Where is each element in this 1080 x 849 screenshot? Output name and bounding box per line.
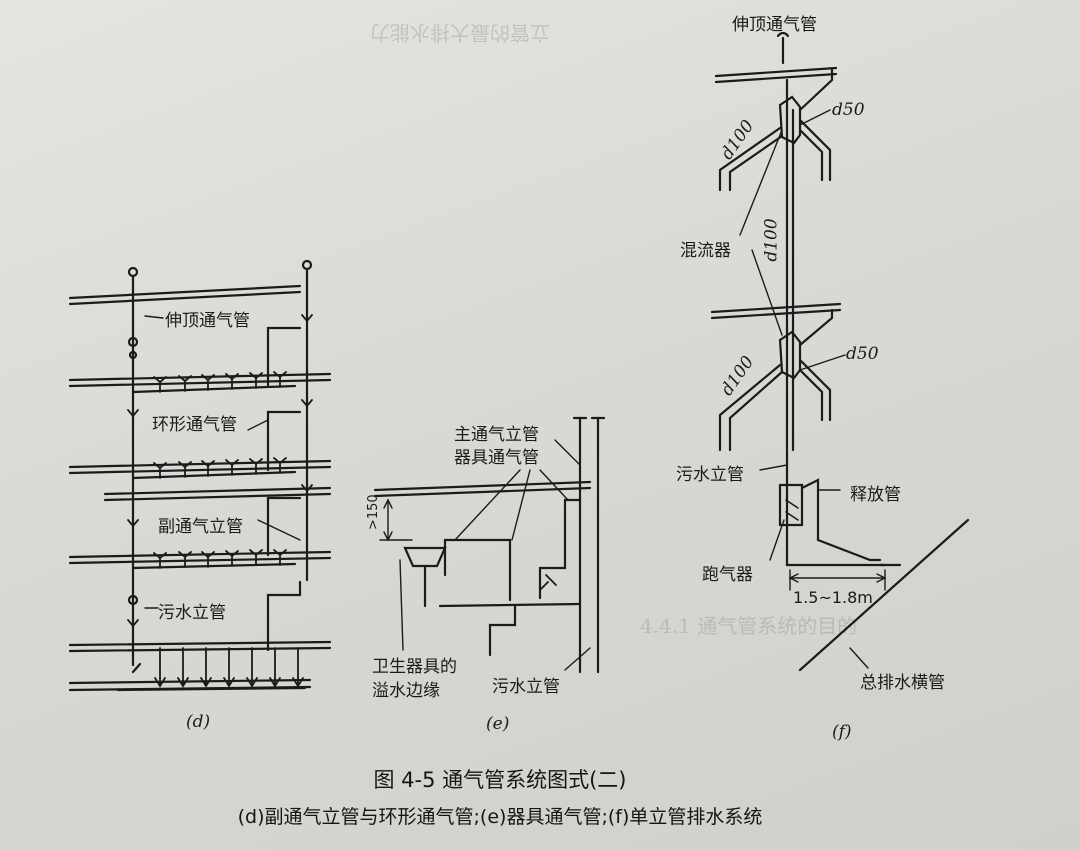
bleed-through-section: 4.4.1 通气管系统的目的 <box>640 614 858 638</box>
e-fixture-vent-label: 器具通气管 <box>454 448 539 468</box>
diagram-f <box>710 31 970 672</box>
d-soil-stack-label: 污水立管 <box>158 603 226 623</box>
diagram-d <box>68 259 332 692</box>
f-distance-label: 1.5~1.8m <box>793 588 873 607</box>
f-separator-label: 跑气器 <box>702 565 753 585</box>
d-caption: (d) <box>186 712 211 732</box>
d-stack-vent-label: 伸顶通气管 <box>165 311 250 331</box>
f-d100-stack-label: d100 <box>761 218 782 262</box>
d-loop-vent-label: 环形通气管 <box>152 415 237 435</box>
f-stack-vent-label: 伸顶通气管 <box>732 15 817 35</box>
e-soil-stack-label: 污水立管 <box>492 677 560 697</box>
diagram-e <box>373 416 606 674</box>
f-d50-lower-label: d50 <box>846 344 879 364</box>
e-overflow-label-line1: 卫生器具的 <box>372 657 457 677</box>
f-soil-stack-label: 污水立管 <box>676 465 744 485</box>
e-dimension-label: >150 <box>366 494 381 530</box>
f-caption: (f) <box>832 722 852 742</box>
f-release-pipe-label: 释放管 <box>850 485 901 505</box>
d-secondary-vent-label: 副通气立管 <box>158 517 243 537</box>
e-main-vent-label: 主通气立管 <box>454 425 539 445</box>
figure-title: 图 4-5 通气管系统图式(二) <box>373 768 627 792</box>
e-overflow-label-line2: 溢水边缘 <box>372 681 440 701</box>
f-mixer-label: 混流器 <box>680 241 731 261</box>
f-d50-upper-label: d50 <box>832 100 865 120</box>
figure-subtitle: (d)副通气立管与环形通气管;(e)器具通气管;(f)单立管排水系统 <box>237 806 763 828</box>
e-caption: (e) <box>486 714 510 734</box>
f-main-drain-label: 总排水横管 <box>860 673 945 693</box>
